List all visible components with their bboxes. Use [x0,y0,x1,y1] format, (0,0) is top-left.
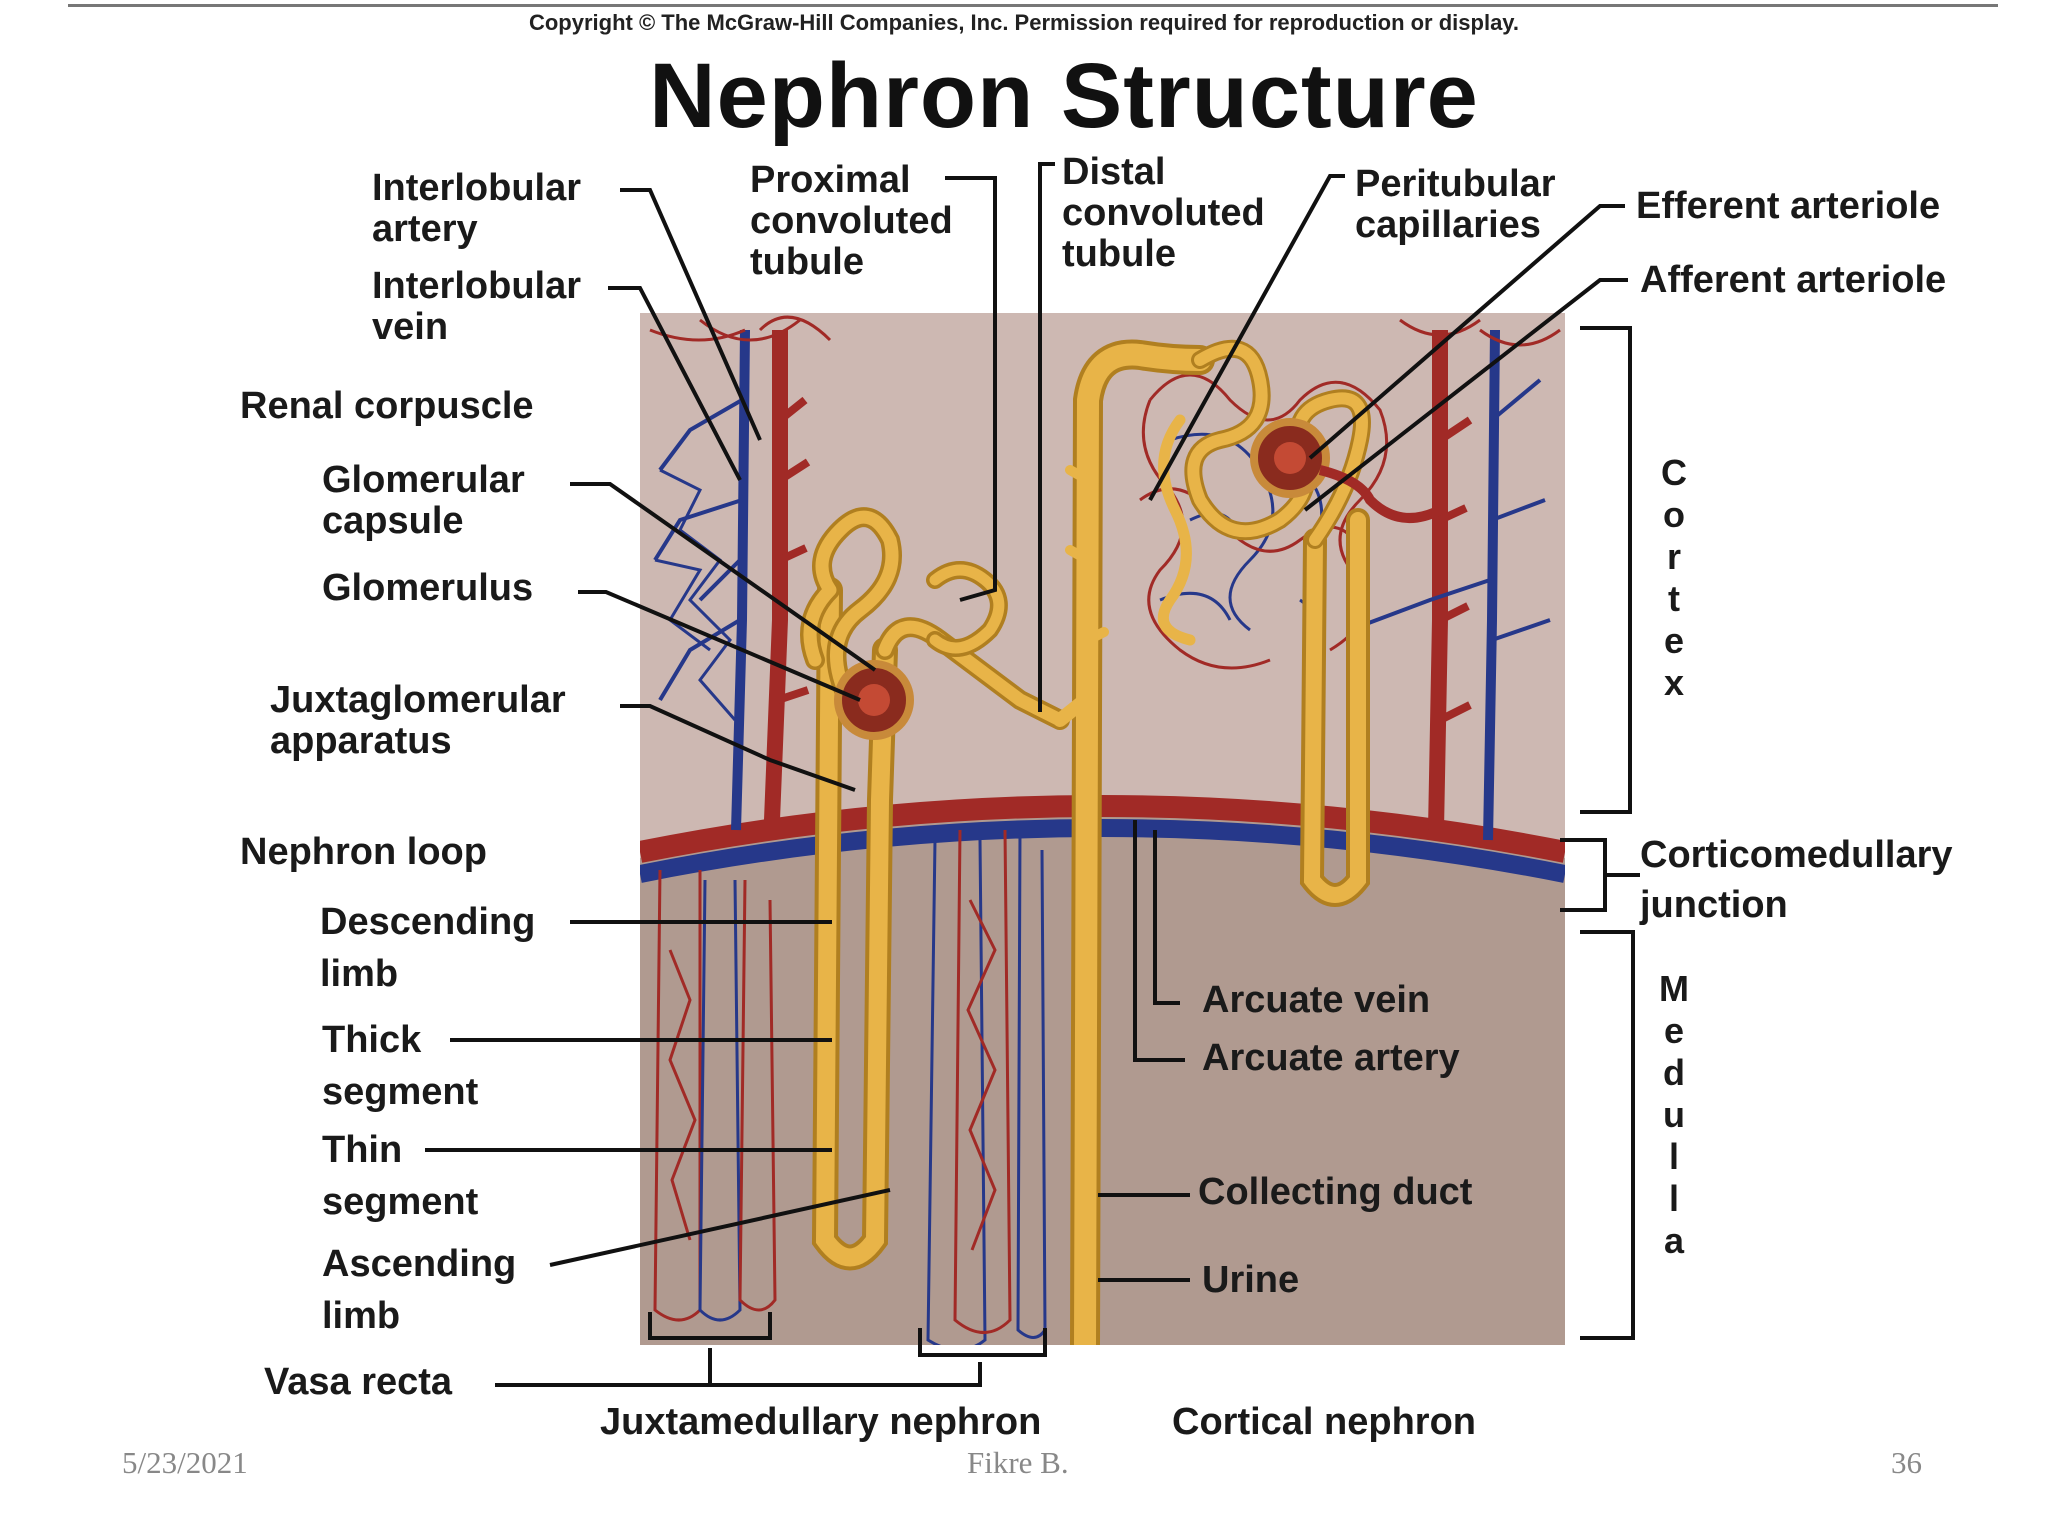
label-juxtamedullary-nephron: Juxtamedullary nephron [600,1401,1042,1443]
leader-interlobular-vein [608,286,742,481]
leader-ascending-limb [549,1188,891,1267]
label-nephron-loop: Nephron loop [240,831,487,873]
bracket-medulla [1580,930,1635,1340]
letter: e [1663,1010,1685,1051]
letter: t [1668,578,1680,619]
label-corticomedullary-junction: Corticomedullary junction [1640,834,1953,926]
bracket-vasa-recta-right [710,1328,1047,1387]
label-renal-corpuscle: Renal corpuscle [240,385,534,427]
kidney-tissue [640,313,1565,1345]
leader-proximal [945,176,997,602]
copyright-notice: Copyright © The McGraw-Hill Companies, I… [528,10,1520,35]
label-interlobular-artery: Interlobular artery [372,167,582,250]
label-interlobular-vein: Interlobular vein [372,265,582,348]
letter: l [1668,1136,1679,1177]
leader-interlobular-artery [620,188,762,441]
letter: C [1661,452,1687,493]
label-ascending-limb: Ascending limb [322,1243,517,1337]
label-glomerulus: Glomerulus [322,567,534,609]
label-afferent-arteriole: Afferent arteriole [1640,259,1947,301]
label-arcuate-artery: Arcuate artery [1202,1037,1460,1079]
letter: a [1663,1220,1685,1261]
interlobular-artery-left [764,330,788,821]
leader-lines [425,162,1640,1387]
letter: u [1663,1094,1685,1135]
label-proximal-convoluted-tubule: Proximal convoluted tubule [750,159,953,283]
label-arcuate-vein: Arcuate vein [1202,979,1431,1021]
letter: e [1663,620,1685,661]
label-efferent-arteriole: Efferent arteriole [1636,185,1941,227]
label-glomerular-capsule: Glomerular capsule [322,459,525,542]
leader-glomerular-capsule [570,482,877,672]
label-juxtaglomerular-apparatus: Juxtaglomerular apparatus [270,679,566,762]
letter: r [1666,536,1681,577]
leader-arcuate-artery [1133,820,1185,1062]
leader-distal [1038,162,1055,712]
collecting-duct [1053,339,1215,1345]
leader-glomerulus [578,590,861,702]
bracket-vasa-recta-left [648,1312,772,1385]
leader-afferent [1303,278,1628,512]
leader-juxtaglomerular [620,704,856,792]
footer-page-number: 36 [1891,1445,1922,1480]
label-vasa-recta: Vasa recta [264,1361,453,1403]
footer-date: 5/23/2021 [122,1445,248,1480]
vasa-recta-juxtamedullary [653,869,777,1322]
juxtamedullary-nephron-tubule [800,507,1070,1271]
label-thick-segment: Thick segment [322,1019,479,1113]
leader-peritubular [1148,174,1345,501]
label-distal-convoluted-tubule: Distal convoluted tubule [1062,151,1265,275]
letter: l [1668,1178,1679,1219]
slide-title: Nephron Structure [649,45,1479,147]
footer-author: Fikre B. [967,1445,1069,1480]
leader-arcuate-vein [1153,830,1180,1005]
cortical-nephron-tubule [1157,339,1371,907]
label-collecting-duct: Collecting duct [1198,1171,1473,1213]
label-thin-segment: Thin segment [322,1129,479,1223]
interlobular-vein-left [731,329,750,831]
letter: x [1663,662,1685,703]
label-cortical-nephron: Cortical nephron [1172,1401,1477,1443]
label-urine: Urine [1202,1259,1300,1301]
leader-efferent [1308,204,1625,460]
letter: o [1663,494,1685,535]
letter: M [1659,968,1689,1009]
top-rule [68,4,1998,7]
bracket-corticomedullary [1560,838,1640,912]
letter: d [1663,1052,1685,1093]
bracket-cortex [1580,326,1632,814]
label-descending-limb: Descending limb [320,901,536,995]
label-peritubular-capillaries: Peritubular capillaries [1355,163,1556,246]
interlobular-vein-right [1483,329,1500,841]
